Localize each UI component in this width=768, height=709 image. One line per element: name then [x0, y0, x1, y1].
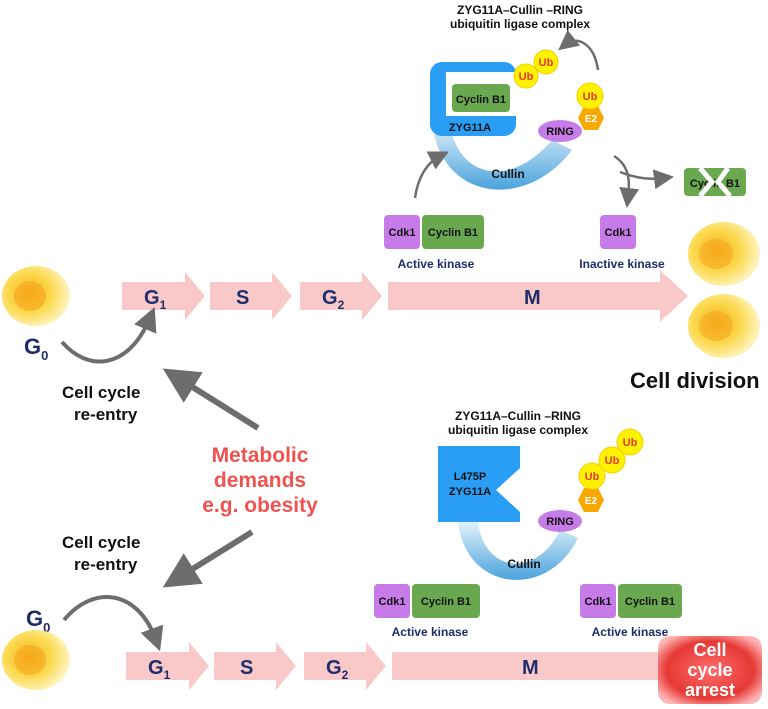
bottom-cyclin-b: [618, 584, 682, 618]
cell-division-label: Cell division: [630, 368, 760, 393]
bottom-cdk1-b: [580, 584, 616, 618]
svg-text:ZYG11A: ZYG11A: [449, 486, 491, 498]
svg-text:L475P: L475P: [454, 471, 486, 483]
bottom-active-kinase-b: Active kinase: [592, 625, 669, 639]
svg-text:Cdk1: Cdk1: [379, 596, 406, 608]
svg-text:Ub: Ub: [539, 57, 554, 69]
svg-text:Cyclin B1: Cyclin B1: [456, 94, 506, 106]
bottom-zyg11a-mutant: [438, 446, 520, 522]
svg-text:Cdk1: Cdk1: [605, 227, 632, 239]
top-reentry-arrow: [60, 306, 157, 364]
arrest-line2: cycle: [687, 660, 732, 680]
top-cyclin-b1-bound: [452, 84, 510, 112]
svg-text:Cdk1: Cdk1: [389, 227, 416, 239]
metabolic-line3: e.g. obesity: [202, 494, 318, 517]
top-cdk1-active: [384, 215, 420, 249]
svg-text:Ub: Ub: [519, 71, 534, 83]
metabolic-line1: Metabolic: [212, 444, 309, 467]
metabolic-line2: demands: [214, 469, 306, 492]
svg-text:Cyclin B1: Cyclin B1: [690, 178, 740, 190]
arrest-line1: Cell: [693, 640, 726, 660]
top-complex-title-2: ubiquitin ligase complex: [450, 17, 590, 31]
svg-text:Ub: Ub: [605, 455, 620, 467]
top-g1-label: G1: [144, 287, 167, 312]
metabolic-arrow-down: [162, 529, 254, 588]
bottom-g0-cell: [2, 630, 70, 690]
top-m-label: M: [524, 287, 541, 309]
arrow-g2: [300, 272, 382, 320]
bottom-g0-label: G0: [26, 606, 50, 635]
cell-cycle-arrest-box: [658, 636, 762, 704]
top-active-kinase-label: Active kinase: [398, 257, 475, 271]
svg-text:Cyclin B1: Cyclin B1: [421, 596, 471, 608]
arrow-s: [210, 272, 292, 320]
top-g2-label: G2: [322, 287, 345, 312]
top-g0-label: G0: [24, 334, 48, 363]
arrow-g1: [122, 272, 205, 320]
top-cdk1-inactive: [600, 215, 636, 249]
bottom-ring: [538, 510, 582, 532]
top-e2: [578, 106, 604, 130]
bottom-ub-chain: Ub Ub Ub: [578, 428, 644, 490]
bottom-complex-title-1: ZYG11A–Cullin –RING: [455, 409, 581, 423]
top-degradation-arrow: [619, 169, 674, 190]
top-cyclin-active: [422, 215, 484, 249]
top-phase-arrows: [122, 270, 688, 322]
top-s-label: S: [236, 287, 249, 309]
bottom-m-label: M: [522, 657, 539, 679]
top-reentry-line1: Cell cycle: [62, 383, 140, 402]
svg-text:Ub: Ub: [585, 471, 600, 483]
top-zyg11a-label: ZYG11A: [449, 122, 491, 134]
bottom-active-kinase-a: Active kinase: [392, 625, 469, 639]
arrest-line3: arrest: [685, 680, 735, 700]
bottom-reentry-arrow: [62, 595, 164, 652]
top-reentry-line2: re-entry: [74, 405, 138, 424]
svg-text:Cyclin B1: Cyclin B1: [625, 596, 675, 608]
arrow-m: [388, 270, 688, 322]
top-ring: [538, 120, 582, 142]
top-release-arrow: [613, 154, 640, 208]
bottom-phase-arrows: [126, 642, 668, 690]
bottom-e2: [578, 488, 604, 512]
top-g0-cell: [2, 266, 70, 326]
top-binding-arrow: [413, 151, 449, 199]
bottom-g2-label: G2: [326, 657, 349, 682]
bottom-complex-title-2: ubiquitin ligase complex: [448, 423, 588, 437]
top-inactive-kinase-label: Inactive kinase: [579, 257, 665, 271]
bottom-cdk1-a: [374, 584, 410, 618]
top-cullin: [432, 120, 572, 190]
top-ub-chain: Ub Ub Ub: [513, 49, 604, 110]
metabolic-arrow-up: [162, 368, 260, 431]
bottom-reentry-line2: re-entry: [74, 555, 138, 574]
daughter-cells: [688, 222, 760, 358]
svg-text:E2: E2: [585, 114, 598, 125]
top-cullin-label: Cullin: [491, 167, 524, 181]
svg-text:Ub: Ub: [583, 91, 598, 103]
bottom-reentry-line1: Cell cycle: [62, 533, 140, 552]
svg-text:RING: RING: [546, 516, 574, 528]
bottom-g1-label: G1: [148, 657, 171, 682]
bottom-cullin-label: Cullin: [507, 557, 540, 571]
degraded-cyclin-b1: Cyclin B1: [684, 166, 746, 198]
svg-text:Cyclin B1: Cyclin B1: [428, 227, 478, 239]
svg-text:Ub: Ub: [623, 437, 638, 449]
bottom-cullin: [458, 520, 578, 580]
svg-text:RING: RING: [546, 126, 574, 138]
top-complex-title-1: ZYG11A–Cullin –RING: [457, 3, 583, 17]
svg-text:Cdk1: Cdk1: [585, 596, 612, 608]
svg-text:E2: E2: [585, 496, 598, 507]
top-ub-transfer-arrow: [558, 29, 600, 71]
bottom-cyclin-a: [412, 584, 480, 618]
bottom-s-label: S: [240, 657, 253, 679]
